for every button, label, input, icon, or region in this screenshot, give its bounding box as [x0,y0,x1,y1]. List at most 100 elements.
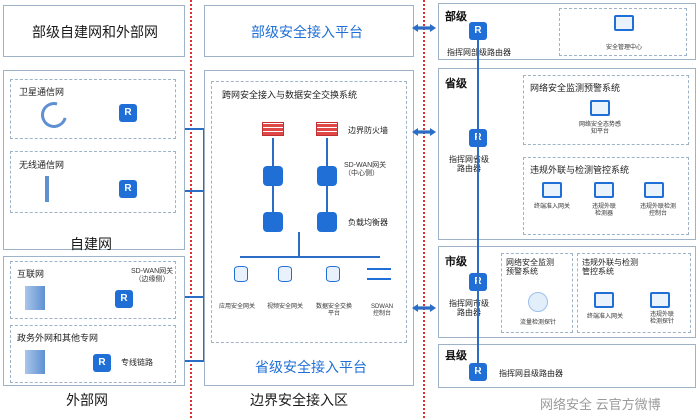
conn-sd-lb-1 [272,186,274,212]
conn-gateway-bus [240,256,380,258]
conn-govnet [185,360,205,362]
violation-system-box: 违规外联与检测管控系统 终端准入网关 违规外联 检测器 违规外联检测 控制台 [523,157,689,235]
city-violation-title: 违规外联与检测 管控系统 [582,258,638,277]
monitor-system-title: 网络安全监测预警系统 [530,83,621,93]
firewall-icon-1 [262,122,284,136]
city-terminal-label: 终端准入网关 [586,314,623,320]
govnet-box: 政务外网和其他专网 专线链路 [10,325,176,383]
govnet-label: 政务外网和其他专网 [17,333,99,343]
video-gateway-icon [278,266,292,282]
ministry-platform-box: 部级安全接入平台 [204,5,414,57]
building-icon [25,286,45,310]
divider-left [190,0,192,418]
exchange-system-title: 跨网安全接入与数据安全交换系统 [222,90,358,100]
external-network-box: 互联网 SD-WAN网关 （边缘侧） 政务外网和其他专网 专线链路 [3,256,185,386]
internet-label: 互联网 [17,269,45,279]
city-violation-box: 违规外联与检测 管控系统 终端准入网关 违规外联 检测探针 [577,253,691,333]
wireless-router-icon [119,180,137,198]
sdwan-center-icon-2 [317,166,337,186]
conn-sd-lb-2 [326,186,328,212]
ministry-platform-title: 部级安全接入平台 [251,24,363,40]
right-router-backbone [477,40,479,370]
conn-satellite [185,128,205,130]
sdwan-console-icon [367,268,391,280]
city-detector-label: 违规外联 检测探针 [649,312,674,326]
conn-internet [185,296,205,298]
violation-system-title: 违规外联与检测管控系统 [530,165,630,175]
satellite-label: 卫星通信网 [19,87,65,97]
self-built-title: 自建网 [70,236,112,252]
city-monitor-title: 网络安全监测 预警系统 [506,258,554,277]
ministry-level-title: 部级 [445,11,467,23]
ministry-networks-box: 部级自建网和外部网 [3,5,185,57]
wireless-box: 无线通信网 [10,151,176,213]
watermark: 网络安全 云官方微博 [540,397,661,412]
external-title: 外部网 [66,392,108,408]
conn-wireless [185,190,205,192]
sdwan-console-label: SDWAN 控制台 [370,304,394,318]
city-terminal-icon [594,292,614,308]
security-center-label: 安全管理中心 [605,45,642,51]
load-balancer-icon-2 [317,212,337,232]
dedicated-link-label: 专线链路 [121,358,153,367]
terminal-access-icon [542,182,562,198]
county-router-icon [469,363,487,381]
satellite-box: 卫星通信网 [10,79,176,139]
load-balancer-icon-1 [263,212,283,232]
ministry-router-label: 指挥网部级路由器 [447,48,511,57]
province-router-label: 指挥网省级 路由器 [449,155,489,174]
sdwan-edge-label: SD-WAN网关 （边缘侧） [131,268,174,284]
video-gateway-label: 视频安全网关 [266,304,303,310]
violation-detector-label: 违规外联 检测器 [591,204,616,218]
city-router-label: 指挥网市级 路由器 [449,299,489,318]
traffic-probe-label: 流量检测探针 [519,320,556,326]
satellite-router-icon [119,104,137,122]
city-detector-icon [650,292,670,308]
exchange-system-box: 跨网安全接入与数据安全交换系统 边界防火墙 SD-WAN网关 （中心侧） 负载均… [211,81,407,343]
arrow-province [412,128,436,136]
divider-right [423,0,425,418]
violation-console-label: 违规外联检测 控制台 [639,204,676,218]
ministry-router-icon [469,22,487,40]
firewall-label: 边界防火墙 [348,126,388,135]
conn-fw-sd-2 [326,138,328,166]
data-exchange-label: 数据安全交换 平台 [315,304,352,318]
security-center-icon [614,15,634,31]
load-balancer-label: 负载均衡器 [348,218,388,227]
city-monitor-box: 网络安全监测 预警系统 流量检测探针 [501,253,573,333]
sdwan-center-icon-1 [263,166,283,186]
internet-box: 互联网 SD-WAN网关 （边缘侧） [10,261,176,319]
province-level-box: 省级 指挥网省级 路由器 网络安全监测预警系统 网络安全态势感 知平台 违规外联… [438,68,696,240]
conn-lb-bus [298,232,300,256]
antenna-icon [45,176,49,202]
arrow-city [412,304,436,312]
security-center-box: 安全管理中心 [559,8,687,56]
terminal-access-label: 终端准入网关 [533,204,570,210]
provincial-platform-title: 省级安全接入平台 [255,359,367,375]
city-level-title: 市级 [445,256,467,268]
govnet-building-icon [25,350,45,374]
arrow-ministry [412,24,436,32]
sdwan-center-label: SD-WAN网关 （中心侧） [344,162,387,178]
county-level-box: 县级 指挥网县级路由器 [438,344,696,388]
county-level-title: 县级 [445,350,467,362]
traffic-probe-icon [528,292,548,312]
situation-label: 网络安全态势感 知平台 [578,122,621,136]
satellite-dish-icon [36,97,72,133]
sdwan-edge-icon [115,290,133,308]
self-built-network-box: 卫星通信网 无线通信网 自建网 [3,70,185,252]
wireless-label: 无线通信网 [19,160,65,170]
county-router-label: 指挥网县级路由器 [499,369,563,378]
boundary-zone-title: 边界安全接入区 [250,392,348,408]
app-gateway-label: 应用安全网关 [218,304,255,310]
violation-console-icon [644,182,664,198]
provincial-platform-box: 跨网安全接入与数据安全交换系统 边界防火墙 SD-WAN网关 （中心侧） 负载均… [204,70,414,386]
conn-fw-sd-1 [272,138,274,166]
app-gateway-icon [234,266,248,282]
situation-icon [590,100,610,116]
data-exchange-icon [326,266,340,282]
firewall-icon-2 [316,122,338,136]
govnet-router-icon [93,354,111,372]
monitor-system-box: 网络安全监测预警系统 网络安全态势感 知平台 [523,75,689,145]
ministry-level-box: 部级 指挥网部级路由器 安全管理中心 [438,3,696,60]
